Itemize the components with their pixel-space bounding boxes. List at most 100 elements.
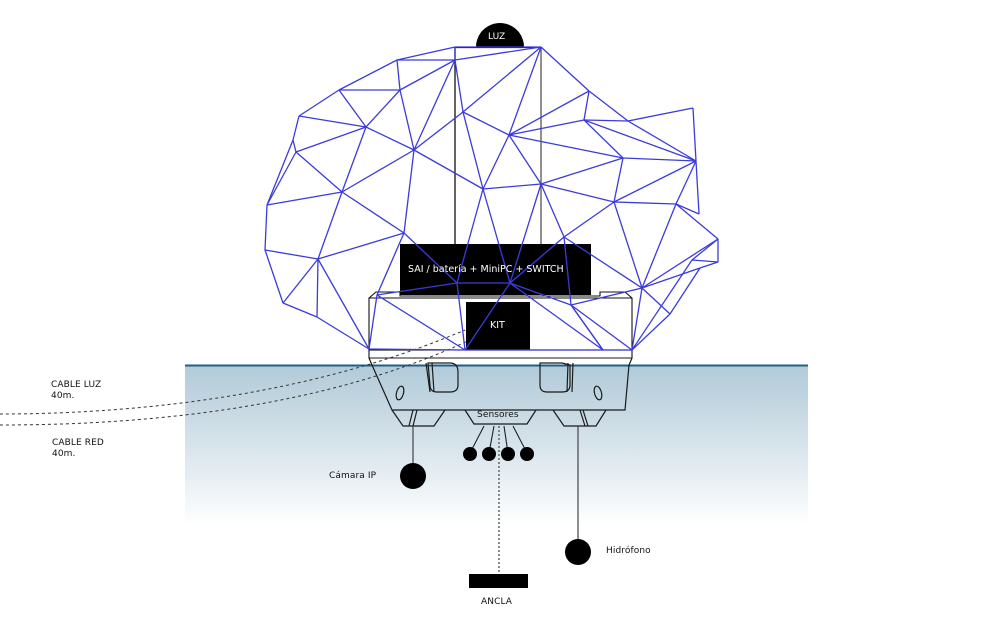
dome-strut xyxy=(266,151,297,206)
camera-label: Cámara IP xyxy=(329,471,377,481)
dome-strut xyxy=(482,134,510,190)
dome-strut xyxy=(264,249,319,260)
dome-strut xyxy=(508,90,590,136)
dome-strut xyxy=(583,119,624,159)
dome-strut xyxy=(508,119,585,136)
dome-strut xyxy=(396,59,401,91)
cable-network-name: CABLE RED xyxy=(52,438,104,448)
dome-strut xyxy=(482,183,542,190)
dome-strut xyxy=(675,160,697,205)
dome-strut xyxy=(368,348,466,351)
dome-strut xyxy=(675,203,700,215)
dome-strut xyxy=(588,90,629,122)
dome-strut xyxy=(508,134,542,185)
dome-strut xyxy=(631,259,693,351)
dome-strut xyxy=(376,232,405,296)
dome-strut xyxy=(456,188,484,284)
dome-strut xyxy=(341,191,405,234)
dome-strut xyxy=(368,294,378,350)
dome-strut xyxy=(264,204,268,251)
dome-strut xyxy=(675,203,719,240)
dome-strut xyxy=(341,149,415,193)
dome-strut xyxy=(376,294,466,351)
cable-power-length: 40m. xyxy=(51,391,75,401)
dome-strut xyxy=(396,46,456,61)
dome-strut xyxy=(540,183,565,238)
dome-strut xyxy=(509,282,604,351)
dome-strut xyxy=(413,149,484,190)
dome-strut xyxy=(317,191,343,260)
dome-strut xyxy=(641,267,701,289)
dome-strut xyxy=(570,304,604,351)
dome-strut xyxy=(282,258,319,304)
dome-strut xyxy=(266,191,343,206)
dome-strut xyxy=(613,160,697,203)
dome-strut xyxy=(583,119,629,122)
dome-strut xyxy=(264,249,284,304)
cable-network-line xyxy=(0,339,471,426)
dome-strut xyxy=(540,46,590,92)
cable-power-label: CABLE LUZ 40m. xyxy=(51,380,101,402)
dome-strut xyxy=(376,282,458,296)
dome-strut xyxy=(699,261,719,269)
sensor-probe-2 xyxy=(482,447,496,461)
dome-strut xyxy=(365,126,415,151)
dome-strut xyxy=(631,287,643,351)
light-label: LUZ xyxy=(488,32,506,42)
dome-strut xyxy=(317,258,370,350)
dome-strut xyxy=(462,111,510,136)
anchor-label: ANCLA xyxy=(481,597,513,607)
dome-strut xyxy=(641,203,677,289)
dome-strut xyxy=(298,89,340,117)
dome-strut xyxy=(613,157,624,203)
dome-strut xyxy=(338,59,398,91)
dome-strut xyxy=(317,232,405,260)
dome-strut xyxy=(292,139,297,153)
dome-strut xyxy=(316,258,319,318)
hydrophone-sphere xyxy=(565,539,591,565)
dome-strut xyxy=(563,236,643,289)
sensors-label: Sensores xyxy=(477,410,519,420)
dome-strut xyxy=(462,46,542,113)
sensor-probe-3 xyxy=(501,447,515,461)
dome-strut xyxy=(613,201,643,289)
dome-strut xyxy=(298,115,367,128)
dome-strut xyxy=(508,46,542,136)
dome-strut xyxy=(338,89,367,128)
dome-strut xyxy=(540,183,615,203)
dome-strut xyxy=(399,59,456,91)
dome-strut xyxy=(613,201,677,205)
cable-network-label: CABLE RED 40m. xyxy=(52,438,104,460)
dome-strut xyxy=(464,282,511,351)
water-body xyxy=(185,365,808,525)
dome-strut xyxy=(627,107,694,122)
buoy-hull xyxy=(368,357,633,427)
dome-strut xyxy=(316,316,370,350)
dome-strut xyxy=(295,151,343,193)
dome-strut xyxy=(462,111,484,190)
dome-strut xyxy=(570,287,643,306)
sensor-probe-1 xyxy=(463,447,477,461)
dome-strut xyxy=(365,89,401,128)
dome-strut xyxy=(692,107,697,162)
kit-label: KIT xyxy=(490,320,505,331)
dome-strut xyxy=(631,313,671,351)
anchor-block xyxy=(469,574,528,588)
dome-strut xyxy=(641,238,719,289)
dome-strut xyxy=(622,157,697,162)
dome-strut xyxy=(509,236,565,284)
dome-strut xyxy=(403,232,458,284)
dome-strut xyxy=(563,201,615,238)
camera-ip-sphere xyxy=(400,463,426,489)
hydrophone-label: Hidrófono xyxy=(606,546,651,556)
dome-strut xyxy=(583,119,697,162)
dome-strut xyxy=(413,59,456,151)
cable-power-name: CABLE LUZ xyxy=(51,380,102,390)
dome-strut xyxy=(266,139,294,206)
dome-strut xyxy=(454,59,464,113)
dome-strut xyxy=(540,157,624,185)
dome-strut xyxy=(669,267,701,315)
dome-strut xyxy=(454,46,542,61)
dome-strut xyxy=(563,236,572,306)
dome-strut xyxy=(641,287,671,315)
